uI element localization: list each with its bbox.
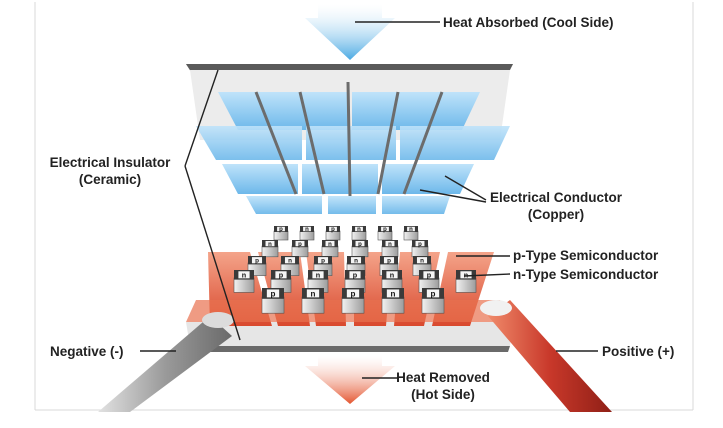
p-pellet: p bbox=[421, 288, 445, 314]
label-heat-removed-line1: Heat Removed bbox=[396, 370, 490, 385]
label-negative: Negative (-) bbox=[50, 344, 124, 359]
pellet-letter: p bbox=[279, 227, 283, 233]
n-pellet: n bbox=[321, 240, 339, 258]
p-pellet: p bbox=[341, 288, 365, 314]
pellet-letter: p bbox=[271, 290, 276, 299]
n-pellet: n bbox=[351, 226, 367, 241]
label-conductor: Electrical Conductor (Copper) bbox=[482, 189, 630, 223]
n-pellet: n bbox=[301, 288, 325, 314]
hot-arrow-icon bbox=[305, 356, 395, 404]
pellet-letter: n bbox=[242, 271, 246, 280]
pellet-letter: p bbox=[321, 258, 325, 265]
positive-wire bbox=[488, 300, 612, 412]
n-pellet: n bbox=[381, 240, 399, 258]
negative-wire bbox=[98, 316, 232, 412]
pellet-letter: n bbox=[311, 290, 316, 299]
p-pellet: p bbox=[411, 240, 429, 258]
pellet-letter: p bbox=[387, 258, 391, 265]
n-pellet: n bbox=[403, 226, 419, 241]
pellet-letter: n bbox=[420, 258, 424, 265]
pellet-letter: n bbox=[391, 290, 396, 299]
pellet-letter: n bbox=[316, 271, 320, 280]
pellet-letter: p bbox=[351, 290, 356, 299]
label-positive: Positive (+) bbox=[602, 344, 675, 359]
p-pellet: p bbox=[377, 226, 393, 241]
label-heat-absorbed: Heat Absorbed (Cool Side) bbox=[443, 15, 614, 30]
n-pellet: n bbox=[261, 240, 279, 258]
pellet-letter: n bbox=[464, 271, 468, 280]
pellet-letter: n bbox=[357, 227, 361, 233]
pellet-letter: p bbox=[279, 271, 284, 280]
label-insulator: Electrical Insulator (Ceramic) bbox=[40, 154, 180, 188]
n-pellet: n bbox=[233, 270, 255, 293]
pellet-letter: n bbox=[288, 258, 292, 265]
label-heat-removed: Heat Removed (Hot Side) bbox=[388, 369, 498, 403]
leader-lines bbox=[140, 21, 598, 379]
pellet-letter: n bbox=[409, 227, 413, 233]
p-pellet: p bbox=[351, 240, 369, 258]
label-p-type: p-Type Semiconductor bbox=[513, 248, 659, 263]
pellet-letter: n bbox=[388, 242, 392, 248]
pellet-letter: p bbox=[255, 258, 259, 265]
pellet-letter: n bbox=[354, 258, 358, 265]
p-pellet: p bbox=[291, 240, 309, 258]
bottom-ceramic-plate bbox=[186, 322, 513, 352]
pellet-letter: p bbox=[358, 242, 362, 248]
pellet-letter: n bbox=[328, 242, 332, 248]
n-pellet: n bbox=[455, 270, 477, 293]
pellet-letter: p bbox=[418, 242, 422, 248]
label-conductor-line2: (Copper) bbox=[527, 207, 585, 222]
label-heat-removed-line2: (Hot Side) bbox=[411, 387, 475, 402]
pellet-letter: n bbox=[268, 242, 272, 248]
pellet-letter: p bbox=[353, 271, 358, 280]
n-pellet: n bbox=[381, 288, 405, 314]
p-pellet: p bbox=[273, 226, 289, 241]
p-pellet: p bbox=[261, 288, 285, 314]
top-copper-conductors bbox=[196, 81, 510, 214]
pellet-letter: p bbox=[427, 271, 432, 280]
pellet-letter: p bbox=[383, 227, 387, 233]
pellet-letter: n bbox=[390, 271, 394, 280]
pellet-letter: p bbox=[298, 242, 302, 248]
pellet-letter: n bbox=[305, 227, 309, 233]
cool-arrow-icon bbox=[305, 4, 395, 60]
pellet-letter: p bbox=[431, 290, 436, 299]
label-insulator-line1: Electrical Insulator bbox=[49, 155, 171, 170]
pellet-letter: p bbox=[331, 227, 335, 233]
label-n-type: n-Type Semiconductor bbox=[513, 267, 659, 282]
p-pellet: p bbox=[325, 226, 341, 241]
n-pellet: n bbox=[299, 226, 315, 241]
label-insulator-line2: (Ceramic) bbox=[78, 172, 142, 187]
label-conductor-line1: Electrical Conductor bbox=[489, 190, 623, 205]
